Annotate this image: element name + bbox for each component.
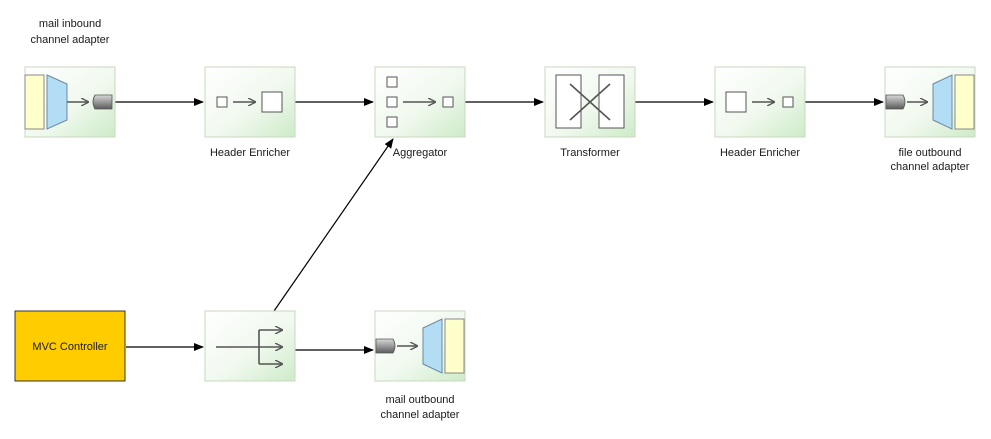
aggregator[interactable]: Aggregator xyxy=(374,66,466,159)
transformer-label: Transformer xyxy=(560,147,620,159)
edge-router-to-aggregator xyxy=(273,138,394,312)
inbound-channel-adapter-icon xyxy=(24,74,113,130)
node-background xyxy=(204,310,296,382)
mail-inbound-label-line2: channel adapter xyxy=(31,34,110,46)
file-outbound-label-line2: channel adapter xyxy=(891,161,970,173)
mvc-controller[interactable]: MVC Controller xyxy=(14,310,126,382)
header-enricher-2-label: Header Enricher xyxy=(720,147,800,159)
aggregator-icon xyxy=(386,76,454,128)
mail-outbound-label-line1: mail outbound xyxy=(385,394,454,406)
header-enricher-1-label: Header Enricher xyxy=(210,147,290,159)
transformer-icon xyxy=(555,74,625,129)
mail-inbound-channel-adapter[interactable]: mail inbound channel adapter xyxy=(24,18,116,138)
file-outbound-label-line1: file outbound xyxy=(899,147,962,159)
mvc-controller-box xyxy=(14,310,126,382)
edges xyxy=(115,98,884,354)
file-outbound-channel-adapter[interactable]: file outbound channel adapter xyxy=(884,66,976,173)
header-enricher-icon xyxy=(216,91,283,113)
aggregator-label: Aggregator xyxy=(393,147,448,159)
mvc-controller-label: MVC Controller xyxy=(32,341,108,353)
transformer[interactable]: Transformer xyxy=(544,66,636,159)
mail-outbound-channel-adapter[interactable]: mail outbound channel adapter xyxy=(374,310,466,421)
recipient-list-router[interactable] xyxy=(204,310,296,382)
header-enricher-2[interactable]: Header Enricher xyxy=(714,66,806,159)
header-enricher-1[interactable]: Header Enricher xyxy=(204,66,296,159)
outbound-channel-adapter-icon xyxy=(885,74,975,130)
outbound-channel-adapter-icon xyxy=(375,318,465,374)
header-enricher-icon xyxy=(725,91,794,113)
mail-outbound-label-line2: channel adapter xyxy=(381,409,460,421)
recipient-list-router-icon xyxy=(216,330,282,364)
mail-inbound-label-line1: mail inbound xyxy=(39,18,101,30)
